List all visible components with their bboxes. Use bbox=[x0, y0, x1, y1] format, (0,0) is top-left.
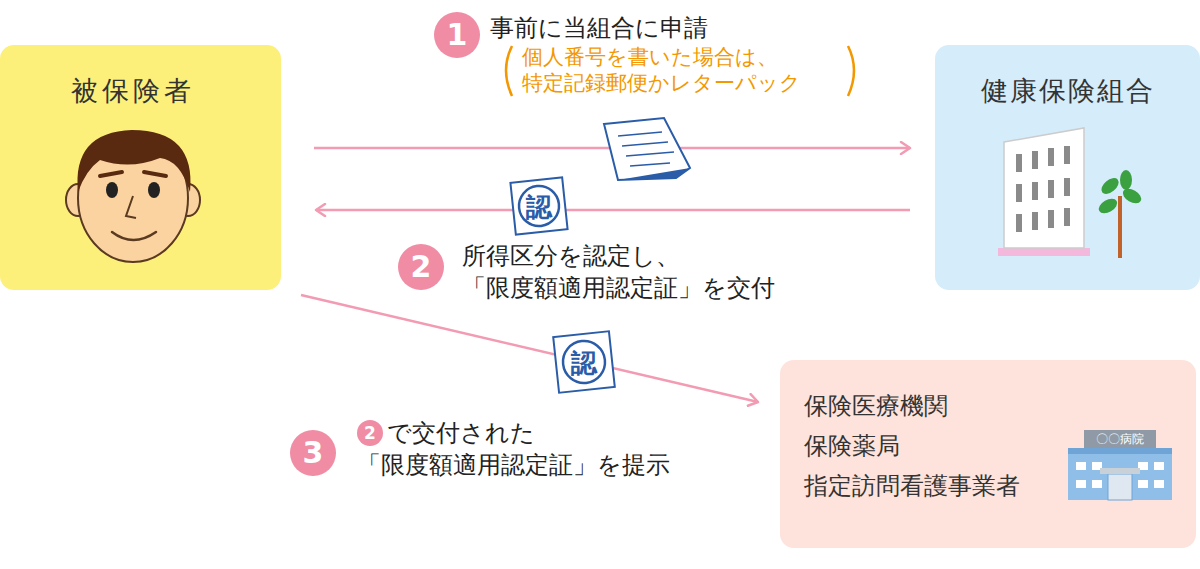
entity-box: 被保険者 bbox=[0, 45, 281, 290]
note-bracket bbox=[506, 46, 512, 96]
stamp-icon bbox=[510, 177, 567, 234]
callout-number: 2 bbox=[357, 420, 383, 446]
note-text: 個人番号を書いた場合は、 特定記録郵便かレターパック bbox=[522, 44, 842, 97]
hospital-sign: 〇〇病院 bbox=[1084, 432, 1156, 446]
flow-arrow bbox=[316, 209, 910, 212]
node-text: 健康保険組合 bbox=[935, 73, 1200, 109]
callout-number: 2 bbox=[398, 244, 444, 290]
flow-arrow bbox=[301, 295, 758, 402]
entity-box: 保険医療機関保険薬局指定訪問看護事業者 bbox=[780, 360, 1196, 548]
node-text: 保険医療機関 bbox=[804, 390, 1084, 422]
edge-label: 所得区分を認定し、 「限度額適用認定証」を交付 bbox=[462, 240, 802, 305]
stamp-mark: 認 bbox=[519, 187, 559, 227]
document-icon bbox=[604, 118, 690, 180]
node-text: 指定訪問看護事業者 bbox=[804, 470, 1104, 502]
stamp-mark: 認 bbox=[564, 343, 604, 383]
stamp-icon bbox=[553, 331, 615, 393]
edge-label: 事前に当組合に申請 bbox=[490, 12, 810, 44]
callout-number: 1 bbox=[434, 12, 480, 58]
node-text: 保険薬局 bbox=[804, 430, 1084, 462]
edge-label: で交付された 「限度額適用認定証」を提示 bbox=[357, 417, 697, 482]
note-bracket bbox=[848, 46, 854, 96]
callout-number: 3 bbox=[290, 430, 336, 476]
node-text: 被保険者 bbox=[0, 73, 265, 109]
entity-box: 健康保険組合 bbox=[935, 45, 1200, 290]
